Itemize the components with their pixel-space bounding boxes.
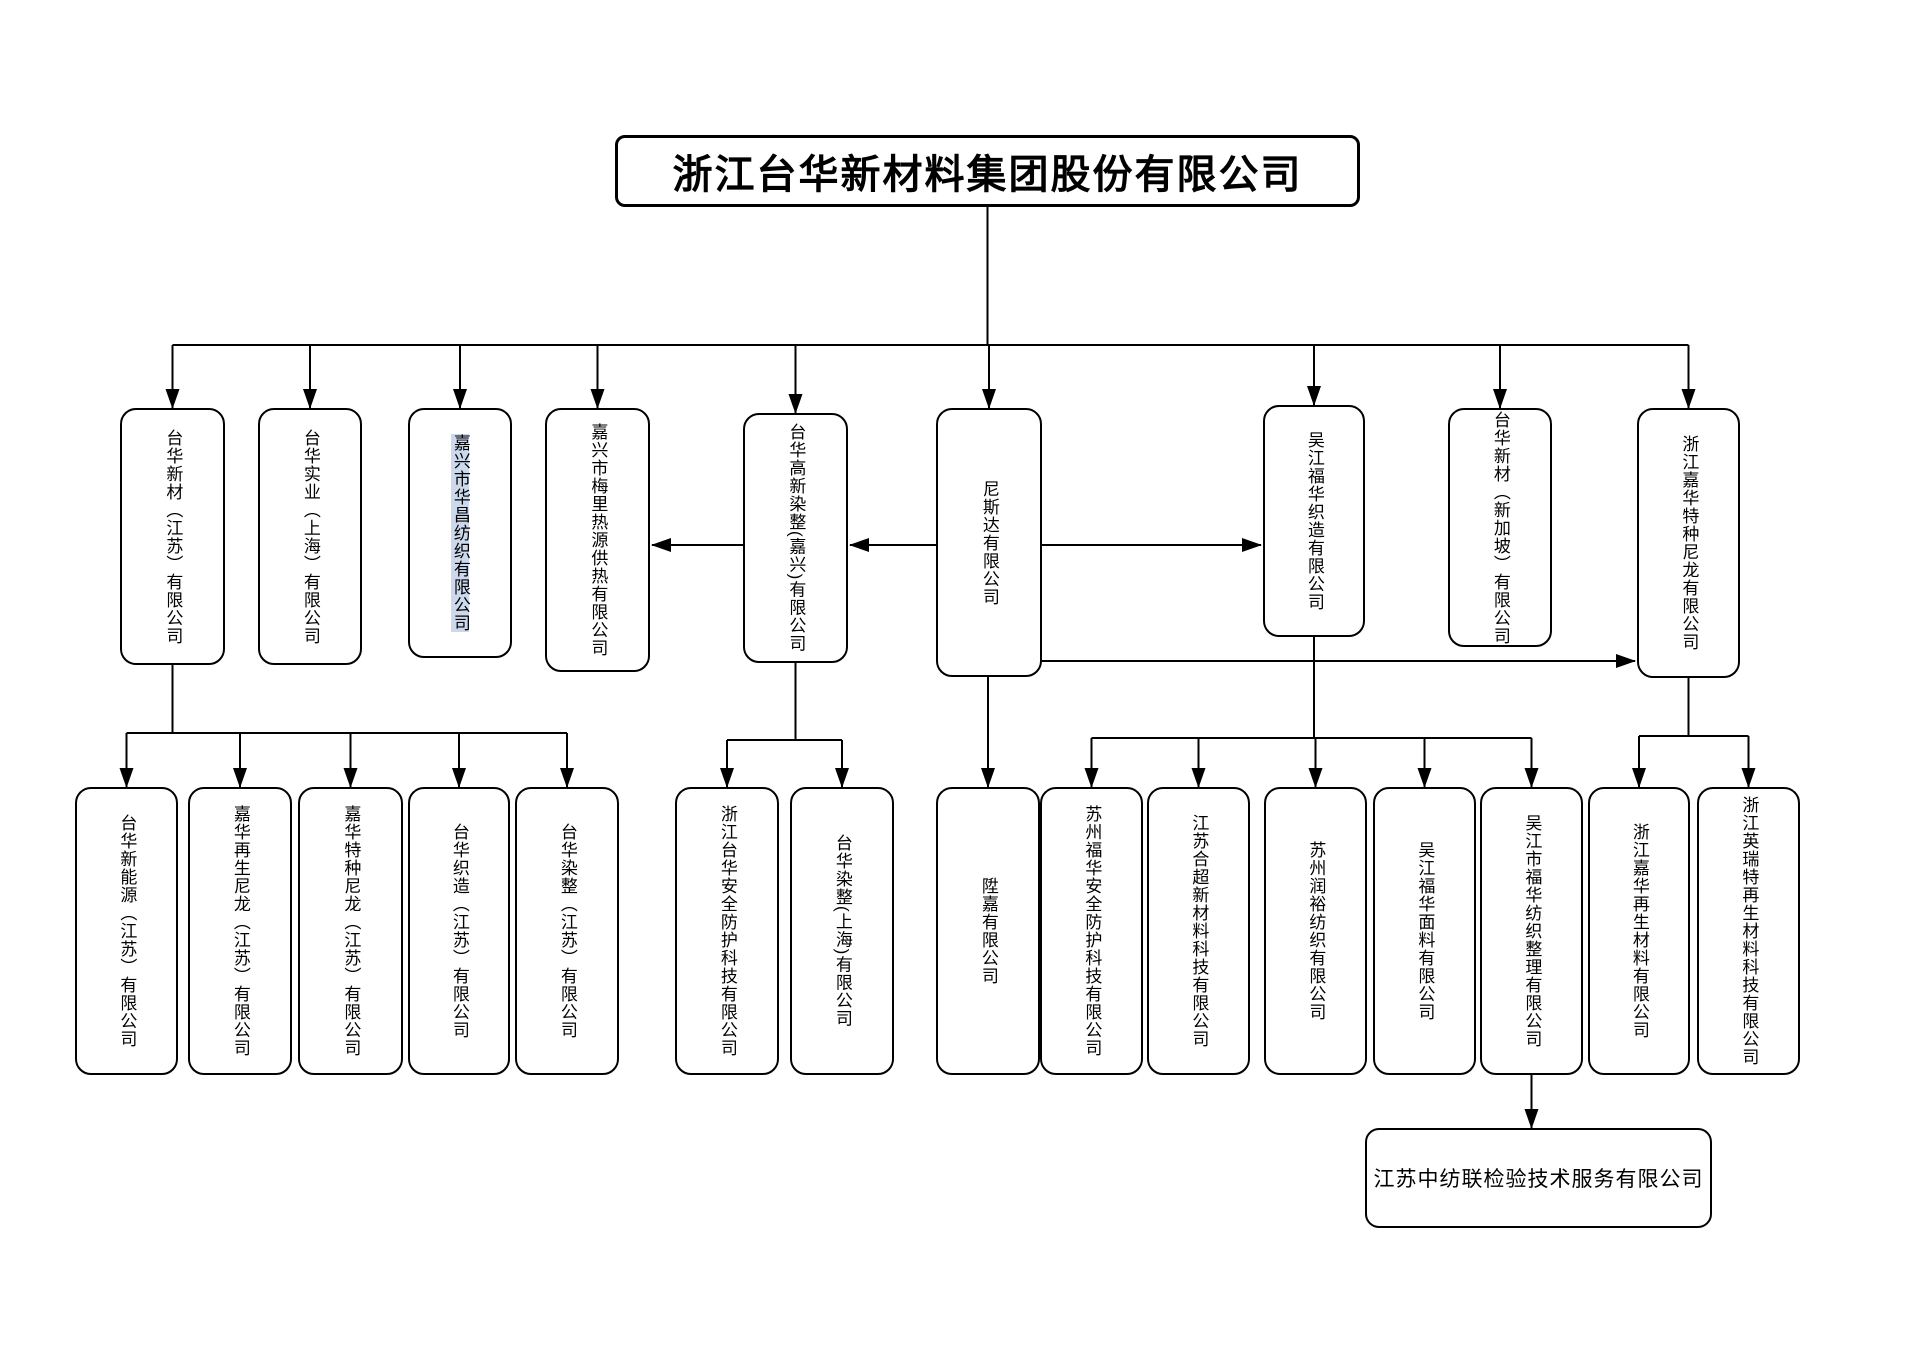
org-node-label: 浙江台华安全防护科技有限公司 [717, 805, 737, 1057]
org-node-l2-7: 陞嘉有限公司 [936, 787, 1040, 1075]
org-node-l2-13: 浙江嘉华再生材料有限公司 [1588, 787, 1690, 1075]
org-root-label: 浙江台华新材料集团股份有限公司 [672, 153, 1303, 197]
org-node-l2-0: 台华新能源（江苏）有限公司 [75, 787, 178, 1075]
org-node-label: 嘉兴市梅里热源供热有限公司 [588, 423, 608, 657]
org-node-label: 浙江嘉华再生材料有限公司 [1629, 823, 1649, 1039]
org-node-l1-7: 台华新材（新加坡）有限公司 [1448, 408, 1552, 647]
org-node-label: 嘉兴市华昌纺织有限公司 [450, 434, 470, 632]
org-node-l2-5: 浙江台华安全防护科技有限公司 [675, 787, 779, 1075]
org-node-l1-5: 尼斯达有限公司 [936, 408, 1042, 677]
org-node-label: 苏州福华安全防护科技有限公司 [1082, 805, 1102, 1057]
org-node-l2-10: 苏州润裕纺织有限公司 [1264, 787, 1367, 1075]
org-node-l2-11: 吴江福华面料有限公司 [1373, 787, 1476, 1075]
org-node-l2-9: 江苏合超新材料科技有限公司 [1147, 787, 1250, 1075]
org-bottom-node: 江苏中纺联检验技术服务有限公司 [1365, 1128, 1712, 1228]
org-node-l2-4: 台华染整（江苏）有限公司 [515, 787, 619, 1075]
org-node-label: 台华新能源（江苏）有限公司 [117, 814, 137, 1048]
org-node-l2-1: 嘉华再生尼龙（江苏）有限公司 [188, 787, 292, 1075]
org-bottom-label: 江苏中纺联检验技术服务有限公司 [1373, 1168, 1704, 1191]
org-node-label: 吴江福华织造有限公司 [1304, 431, 1324, 611]
org-node-label: 台华染整（江苏）有限公司 [557, 823, 577, 1039]
org-node-label: 嘉华再生尼龙（江苏）有限公司 [230, 805, 250, 1057]
org-node-l2-14: 浙江英瑞特再生材料科技有限公司 [1697, 787, 1800, 1075]
org-node-label: 台华新材（新加坡）有限公司 [1490, 410, 1510, 645]
org-node-label: 嘉华特种尼龙（江苏）有限公司 [341, 805, 361, 1057]
org-node-l2-2: 嘉华特种尼龙（江苏）有限公司 [298, 787, 403, 1075]
org-node-l2-6: 台华染整(上海)有限公司 [790, 787, 894, 1075]
org-node-label: 尼斯达有限公司 [979, 479, 999, 606]
org-node-l2-8: 苏州福华安全防护科技有限公司 [1040, 787, 1143, 1075]
org-node-l1-4: 台华高新染整(嘉兴)有限公司 [743, 413, 848, 663]
org-node-l2-3: 台华织造（江苏）有限公司 [408, 787, 510, 1075]
org-node-label: 台华织造（江苏）有限公司 [449, 823, 469, 1039]
org-node-label: 台华高新染整(嘉兴)有限公司 [786, 423, 806, 653]
org-node-label: 台华新材（江苏）有限公司 [163, 428, 183, 645]
org-node-label: 吴江市福华纺织整理有限公司 [1522, 814, 1542, 1048]
org-node-l1-3: 嘉兴市梅里热源供热有限公司 [545, 408, 650, 672]
org-node-label: 江苏合超新材料科技有限公司 [1189, 814, 1209, 1048]
org-node-label: 吴江福华面料有限公司 [1415, 841, 1435, 1021]
org-node-l1-1: 台华实业（上海）有限公司 [258, 408, 362, 665]
org-node-label: 台华染整(上海)有限公司 [832, 834, 852, 1028]
org-node-l1-2: 嘉兴市华昌纺织有限公司 [408, 408, 512, 658]
org-node-l1-0: 台华新材（江苏）有限公司 [120, 408, 225, 665]
org-node-label: 台华实业（上海）有限公司 [300, 428, 320, 645]
org-node-label: 浙江英瑞特再生材料科技有限公司 [1739, 796, 1759, 1066]
org-node-l2-12: 吴江市福华纺织整理有限公司 [1480, 787, 1583, 1075]
org-node-l1-6: 吴江福华织造有限公司 [1263, 405, 1365, 637]
org-node-label: 苏州润裕纺织有限公司 [1306, 841, 1326, 1021]
org-node-label: 陞嘉有限公司 [978, 877, 998, 985]
org-node-label: 浙江嘉华特种尼龙有限公司 [1679, 435, 1699, 651]
org-node-l1-8: 浙江嘉华特种尼龙有限公司 [1637, 408, 1740, 678]
org-root-node: 浙江台华新材料集团股份有限公司 [615, 135, 1360, 207]
